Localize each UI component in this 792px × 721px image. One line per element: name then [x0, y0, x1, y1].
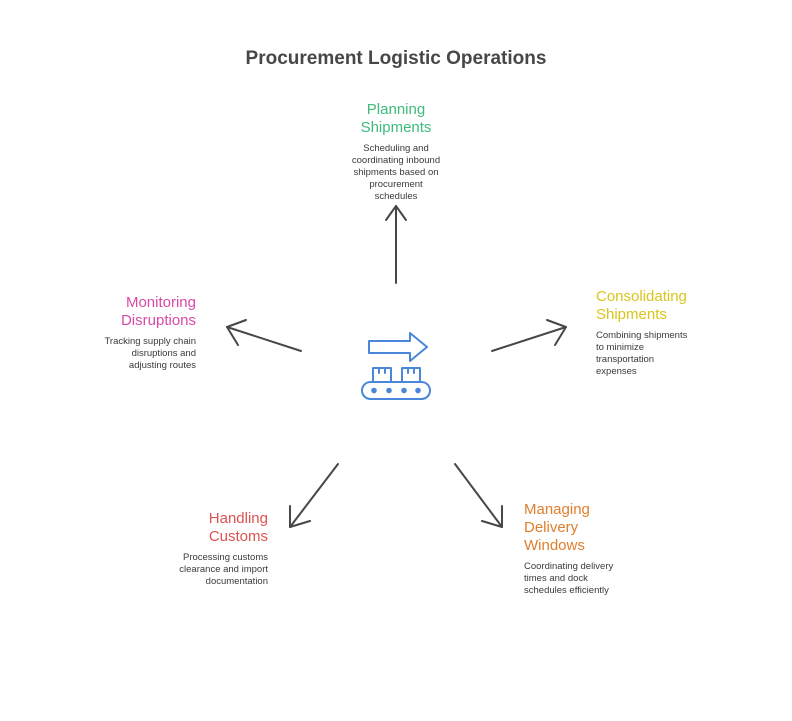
node-title: Managing Delivery Windows — [524, 501, 590, 554]
node-description: Processing customs clearance and import … — [179, 552, 268, 587]
node-description: Coordinating delivery times and dock sch… — [524, 561, 614, 596]
diagram-title: Procurement Logistic Operations — [245, 48, 547, 69]
node-monitoring-disruptions: Monitoring Disruptions Tracking supply c… — [70, 294, 196, 372]
arrow-right — [491, 319, 567, 352]
arrow-down-right — [454, 463, 503, 528]
node-title: Handling Customs — [208, 510, 268, 545]
node-consolidating-shipments: Consolidating Shipments Combining shipme… — [596, 288, 736, 378]
node-handling-customs: Handling Customs Processing customs clea… — [148, 510, 268, 588]
arrow-left — [226, 319, 302, 352]
node-description: Scheduling and coordinating inbound ship… — [351, 143, 441, 202]
arrow-up — [385, 205, 407, 284]
node-description: Tracking supply chain disruptions and ad… — [104, 336, 196, 371]
node-title: Consolidating Shipments — [596, 288, 687, 323]
node-planning-shipments: Planning Shipments Scheduling and coordi… — [330, 101, 462, 203]
conveyor-belt-icon — [361, 332, 431, 400]
node-managing-delivery-windows: Managing Delivery Windows Coordinating d… — [524, 501, 654, 597]
node-title: Planning Shipments — [360, 101, 432, 136]
node-description: Combining shipments to minimize transpor… — [596, 330, 688, 377]
node-title: Monitoring Disruptions — [120, 294, 196, 329]
arrow-down-left — [289, 463, 339, 528]
